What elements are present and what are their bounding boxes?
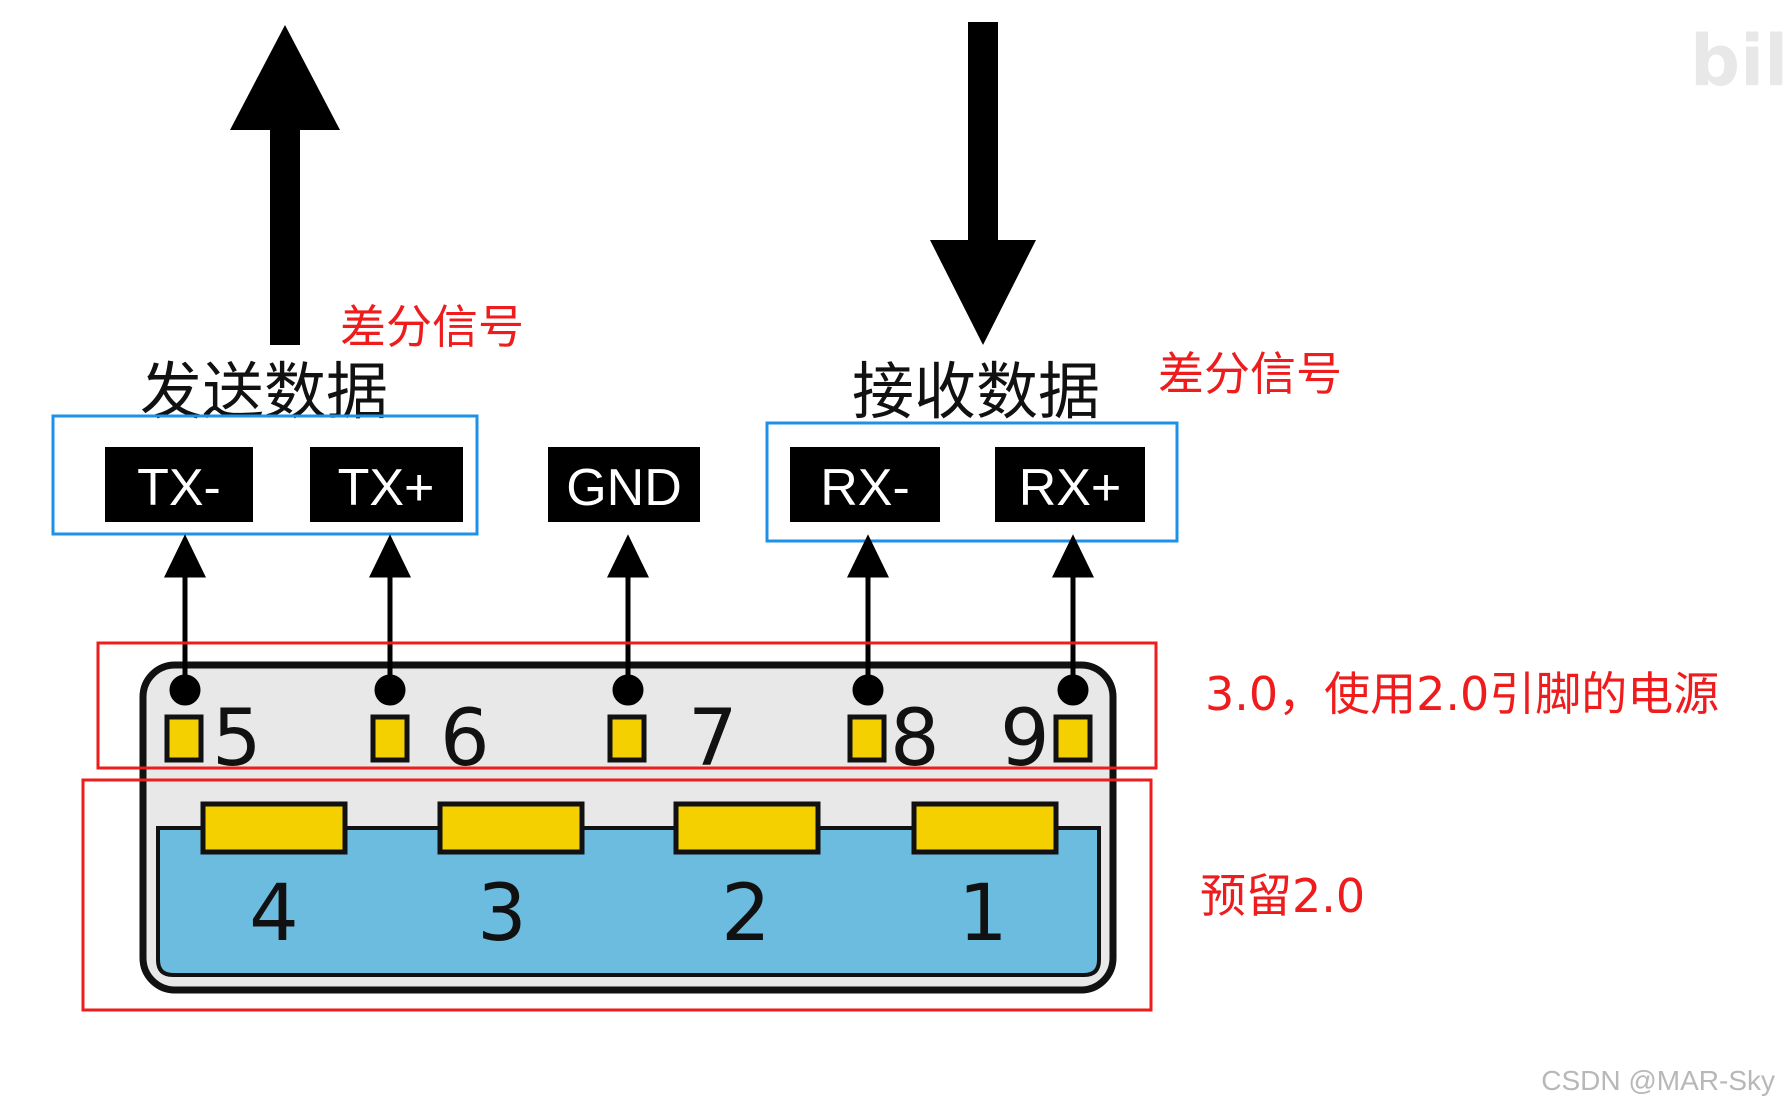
pin-leads [164,534,1094,706]
receive-data-title: 接收数据 [852,355,1100,428]
svg-text:TX-: TX- [137,459,221,517]
send-differential-note: 差分信号 [340,300,524,354]
tx-minus-label: TX- [105,447,253,522]
usb2-pin-pads [200,801,1059,855]
gnd-label: GND [548,447,700,522]
svg-text:RX+: RX+ [1019,459,1122,517]
pin-number-2: 2 [721,869,771,959]
usb2-highlight-box [81,778,1153,1012]
svg-text:TX+: TX+ [338,459,435,517]
receive-differential-note: 差分信号 [1158,347,1342,401]
pin-number-9: 9 [1000,694,1050,784]
usb2-region [156,826,1101,977]
usb3-highlight-box [96,641,1158,770]
rx-minus-label: RX- [790,447,940,522]
pin-number-5: 5 [212,694,262,784]
pin-number-3: 3 [477,869,527,959]
tx-plus-label: TX+ [310,447,463,522]
send-arrow [230,25,340,345]
rx-plus-label: RX+ [995,447,1145,522]
pin-number-6: 6 [440,694,490,784]
rx-highlight-box [765,421,1179,543]
usb3-power-note: 3.0，使用2.0引脚的电源 [1205,667,1719,721]
pin-number-4: 4 [249,869,299,959]
usb3-pin-pads [164,714,1093,763]
watermark-text: bilibili [1690,20,1783,102]
pin-number-7: 7 [688,694,738,784]
pin-number-1: 1 [958,869,1008,959]
svg-text:GND: GND [566,459,682,517]
svg-text:RX-: RX- [820,459,910,517]
usb2-pin-numbers: 4 3 2 1 [249,869,1008,959]
receive-arrow [930,22,1036,345]
footer-credit: CSDN @MAR-Sky [1541,1065,1775,1096]
usb2-reserved-note: 预留2.0 [1200,869,1365,923]
pin-number-8: 8 [890,694,940,784]
tx-highlight-box [51,414,479,536]
